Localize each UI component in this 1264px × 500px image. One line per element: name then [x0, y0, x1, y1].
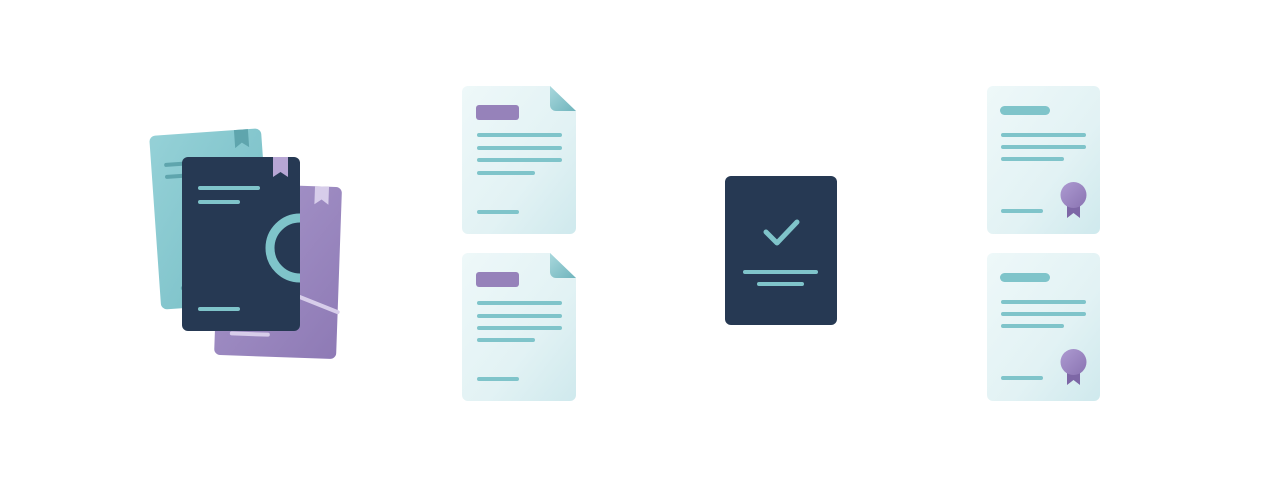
output-certificate-top: [987, 86, 1100, 234]
seal-ribbon-icon: [1060, 349, 1087, 385]
input-document-top: [462, 86, 576, 234]
output-certificate-bottom: [987, 253, 1100, 401]
checkmark-icon: [763, 219, 800, 246]
document-icon: [462, 253, 576, 401]
verified-document-icon: [725, 176, 837, 325]
stack-card-navy: [182, 157, 301, 331]
certificate-icon: [987, 86, 1100, 234]
document-icon: [462, 86, 576, 234]
input-document-bottom: [462, 253, 576, 401]
certificate-icon: [987, 253, 1100, 401]
seal-ribbon-icon: [1060, 182, 1087, 218]
document-stack-icon: [149, 128, 342, 359]
